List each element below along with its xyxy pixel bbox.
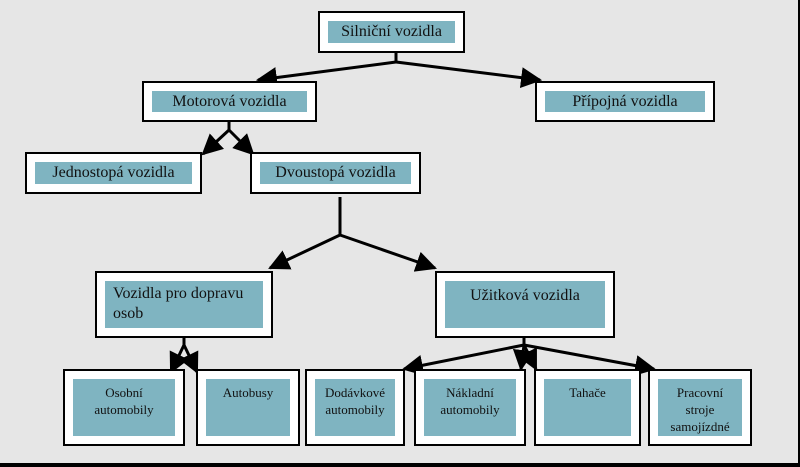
edge-utility-trucks <box>512 344 534 372</box>
node-buses: Autobusy <box>196 369 300 446</box>
node-double-track: Dvoustopá vozidla <box>250 152 421 194</box>
node-passenger: Vozidla pro dopravu osob <box>95 271 273 338</box>
node-root-label: Silniční vozidla <box>328 21 455 43</box>
edge-motor-single <box>201 128 231 156</box>
node-trailer: Přípojná vozidla <box>535 81 715 122</box>
edge-root-trailer <box>395 60 543 89</box>
node-vans-label: Dodávkové automobily <box>315 379 395 436</box>
node-buses-label: Autobusy <box>206 379 290 436</box>
node-passenger-label: Vozidla pro dopravu osob <box>105 281 263 328</box>
node-utility-label: Užitková vozidla <box>445 281 605 328</box>
node-trucks-label: Nákladní automobily <box>424 379 516 436</box>
node-root: Silniční vozidla <box>318 11 465 53</box>
node-single-track-label: Jednostopá vozidla <box>35 162 192 184</box>
node-trucks: Nákladní automobily <box>414 369 526 446</box>
node-vans: Dodávkové automobily <box>305 369 405 446</box>
edge-root-motor <box>255 60 397 88</box>
node-motor-label: Motorová vozidla <box>152 91 307 112</box>
node-trailer-label: Přípojná vozidla <box>545 91 705 112</box>
edge-passenger-cars <box>169 344 189 374</box>
node-utility: Užitková vozidla <box>435 271 615 338</box>
node-motor: Motorová vozidla <box>142 81 317 122</box>
edge-motor-double <box>227 128 255 156</box>
edge-double-passenger <box>268 233 341 270</box>
node-cars: Osobní automobily <box>63 369 185 446</box>
node-tractors: Tahače <box>534 369 641 446</box>
node-single-track: Jednostopá vozidla <box>25 152 202 194</box>
node-work-machines: Pracovní stroje samojízdné <box>648 369 752 446</box>
edge-utility-tractors <box>518 344 538 371</box>
edge-utility-vans <box>401 343 525 376</box>
node-tractors-label: Tahače <box>544 379 631 436</box>
node-work-machines-label: Pracovní stroje samojízdné <box>658 379 742 436</box>
node-cars-label: Osobní automobily <box>73 379 175 436</box>
edge-double-utility <box>339 233 437 272</box>
edge-passenger-buses <box>179 344 199 374</box>
edge-utility-work <box>523 343 657 376</box>
node-double-track-label: Dvoustopá vozidla <box>260 162 411 184</box>
